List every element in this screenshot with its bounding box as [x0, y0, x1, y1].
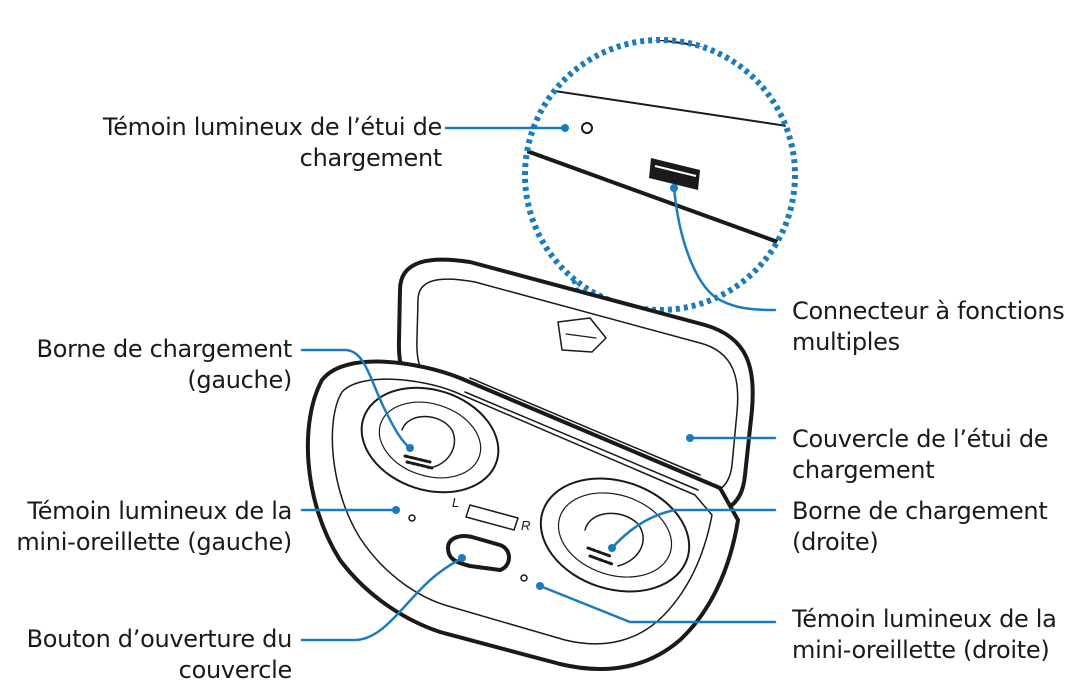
charging-case: L R [305, 257, 755, 671]
leader-cover-open-button [300, 556, 464, 642]
label-cover-open-button: Bouton d’ouverture du couvercle [26, 625, 293, 684]
left-charging-pins [403, 454, 434, 470]
label-earbud-indicator-right: Témoin lumineux de la mini-oreillette (d… [792, 605, 1057, 664]
label-charging-contact-left: Borne de chargement (gauche) [36, 335, 293, 394]
left-earbud-led [408, 514, 416, 522]
zoom-detail [522, 37, 798, 313]
marking-l: L [452, 495, 459, 510]
label-cover: Couvercle de l’étui de chargement [792, 425, 1049, 484]
case-indicator-led [581, 122, 593, 134]
right-charging-pins [586, 546, 614, 566]
label-charging-contact-right: Borne de chargement (droite) [792, 497, 1048, 556]
marking-r: R [521, 518, 530, 533]
leader-charging-contact-right [610, 508, 777, 550]
leader-lines [300, 126, 777, 642]
leader-charging-contact-left [300, 348, 412, 450]
multipurpose-jack-port [649, 158, 700, 190]
leader-dots [392, 124, 694, 590]
zoom-circle-border [522, 37, 798, 313]
leader-multipurpose-jack [672, 186, 777, 312]
label-multipurpose-jack: Connecteur à fonctions multiples [792, 297, 1065, 356]
label-earbud-indicator-left: Témoin lumineux de la mini-oreillette (g… [16, 497, 292, 556]
right-earbud-led [520, 574, 528, 582]
label-case-indicator: Témoin lumineux de l’étui de chargement [102, 113, 442, 172]
case-base: L R [305, 359, 740, 671]
leader-earbud-indicator-right [538, 584, 777, 624]
